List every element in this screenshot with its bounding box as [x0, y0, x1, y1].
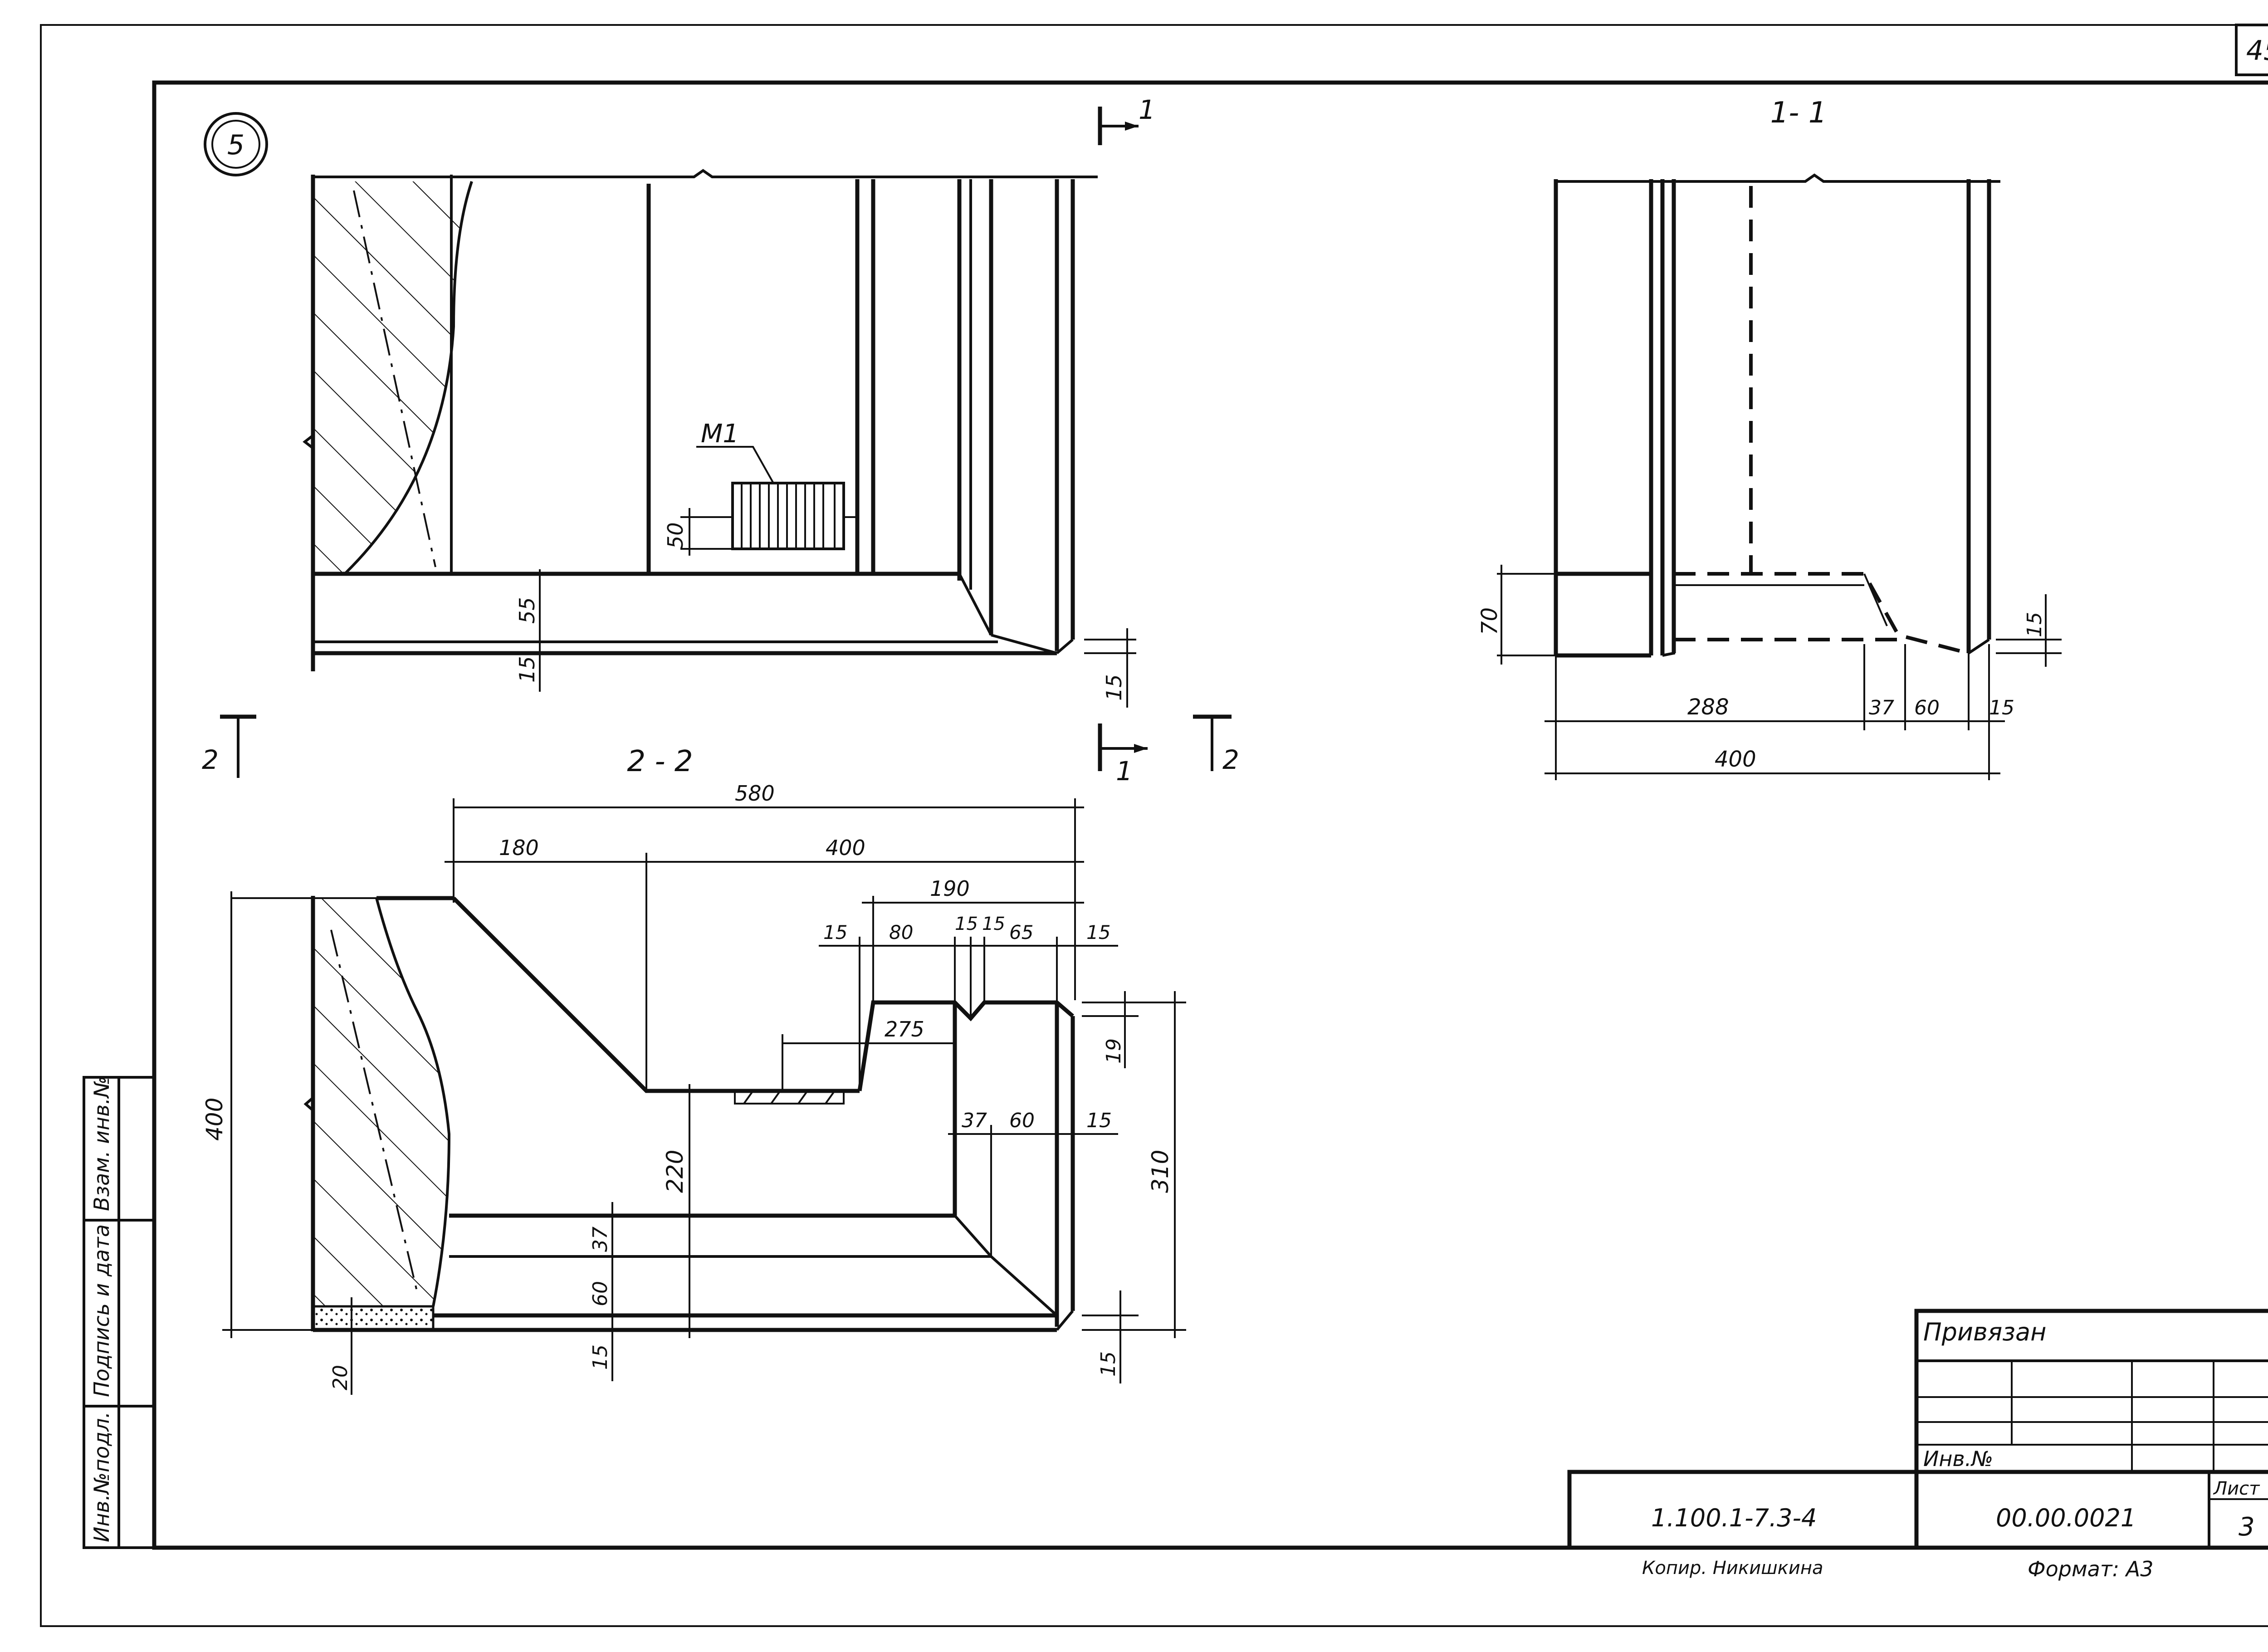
- dim-275: 275: [885, 1017, 924, 1041]
- m1-ribs: [741, 483, 836, 549]
- dim-15-vertical: 15: [589, 1344, 612, 1370]
- dim-15d-section: 15: [1086, 921, 1110, 943]
- section-1-label-top: 1: [1139, 94, 1155, 125]
- dim-15-right-bottom: 15: [1097, 1351, 1120, 1377]
- stamp-replace-inv: Взам. инв.№: [89, 1076, 114, 1211]
- section-1-marker-top: 1: [1098, 94, 1155, 145]
- format-label: Формат: А3: [2028, 1557, 2153, 1581]
- dim-60-section: 60: [1009, 1109, 1035, 1132]
- dim-55-front: 55: [515, 597, 539, 624]
- section-wall-hatch: [313, 898, 449, 1306]
- dim-580: 580: [735, 781, 775, 806]
- dim-15v-11: 15: [2023, 612, 2046, 637]
- dim-65-section: 65: [1009, 921, 1033, 943]
- detail-marker-label: 5: [227, 129, 244, 161]
- stamp-inv-orig: Инв.№подл.: [89, 1412, 114, 1542]
- detail-marker: 5: [204, 112, 268, 176]
- dim-80-section: 80: [889, 921, 913, 943]
- sheet-number-box: [2235, 24, 2268, 76]
- section-2-label-right: 2: [1222, 744, 1239, 775]
- sand-layer: [312, 1305, 435, 1331]
- dim-37-11: 37: [1869, 696, 1894, 719]
- side-stamp: Инв.№подл. Подпись и дата Взам. инв.№: [83, 1076, 156, 1549]
- dim-288: 288: [1687, 694, 1729, 720]
- bound-label: Привязан: [1923, 1318, 2046, 1346]
- section-2-2: 580 180 400 190 15 80 15 15 65 15 275 19: [201, 781, 1186, 1395]
- dim-37-section: 37: [962, 1109, 987, 1132]
- dim-70: 70: [1477, 607, 1502, 635]
- front-view: М1 50 55 15 15: [303, 169, 1136, 708]
- dim-190: 190: [930, 876, 970, 901]
- copied-by: Копир. Никишкина: [1642, 1558, 1823, 1579]
- section-2-marker-left: 2: [202, 714, 256, 778]
- dim-15-11: 15: [1989, 696, 2014, 719]
- dim-15c-section: 15: [982, 914, 1005, 934]
- dim-15a-section: 15: [823, 921, 847, 943]
- dim-19: 19: [1102, 1038, 1125, 1064]
- inner-frame: [152, 80, 2268, 1550]
- section-1-1-title: 1- 1: [1770, 96, 1827, 130]
- dim-60-11: 60: [1914, 696, 1940, 719]
- drawing-code: 00.00.0021: [1996, 1504, 2136, 1532]
- stamp-sign-date: Подпись и дата: [89, 1224, 114, 1397]
- dim-15b-section: 15: [955, 914, 978, 934]
- dim-400-11: 400: [1715, 747, 1756, 772]
- dim-400-left: 400: [201, 1098, 228, 1141]
- section-2-label-left: 2: [202, 744, 219, 775]
- section-2-title: 2 - 2: [627, 745, 693, 778]
- designation: 1.100.1-7.3-4: [1651, 1504, 1817, 1532]
- dim-180: 180: [499, 836, 539, 860]
- dim-50-front: 50: [663, 522, 688, 549]
- section-1-1: 1- 1 70 288 37 60 15: [1477, 96, 2062, 780]
- section-2-marker-right: 2: [1193, 714, 1239, 775]
- embedded-part-m1: [731, 482, 845, 550]
- front-wall-hatch: [313, 181, 472, 574]
- dim-15e-section: 15: [1086, 1109, 1112, 1132]
- embedded-part-section: [734, 1090, 845, 1105]
- inv-label: Инв.№: [1923, 1447, 1993, 1471]
- dim-310: 310: [1147, 1150, 1173, 1193]
- sheet-number: 45: [2246, 35, 2268, 67]
- dim-15a-front: 15: [515, 656, 539, 683]
- sheet-label: Лист: [2213, 1478, 2260, 1499]
- dim-15b-front: 15: [1102, 674, 1126, 701]
- m1-label: М1: [701, 419, 739, 449]
- dim-60-vertical: 60: [589, 1281, 612, 1306]
- dim-20: 20: [329, 1365, 352, 1390]
- dim-37-vertical: 37: [589, 1227, 612, 1252]
- title-block: Привязан Инв.№ 1.100.1-7.3-4 00.00.0021 …: [1567, 1309, 2268, 1581]
- section-1-label-bottom: 1: [1116, 756, 1133, 787]
- section-1-marker-bottom: 1: [1098, 723, 1148, 787]
- dim-220: 220: [662, 1150, 688, 1193]
- sheet-value: 3: [2239, 1512, 2255, 1542]
- outer-frame: [40, 24, 2268, 1627]
- dim-400-top: 400: [826, 836, 865, 860]
